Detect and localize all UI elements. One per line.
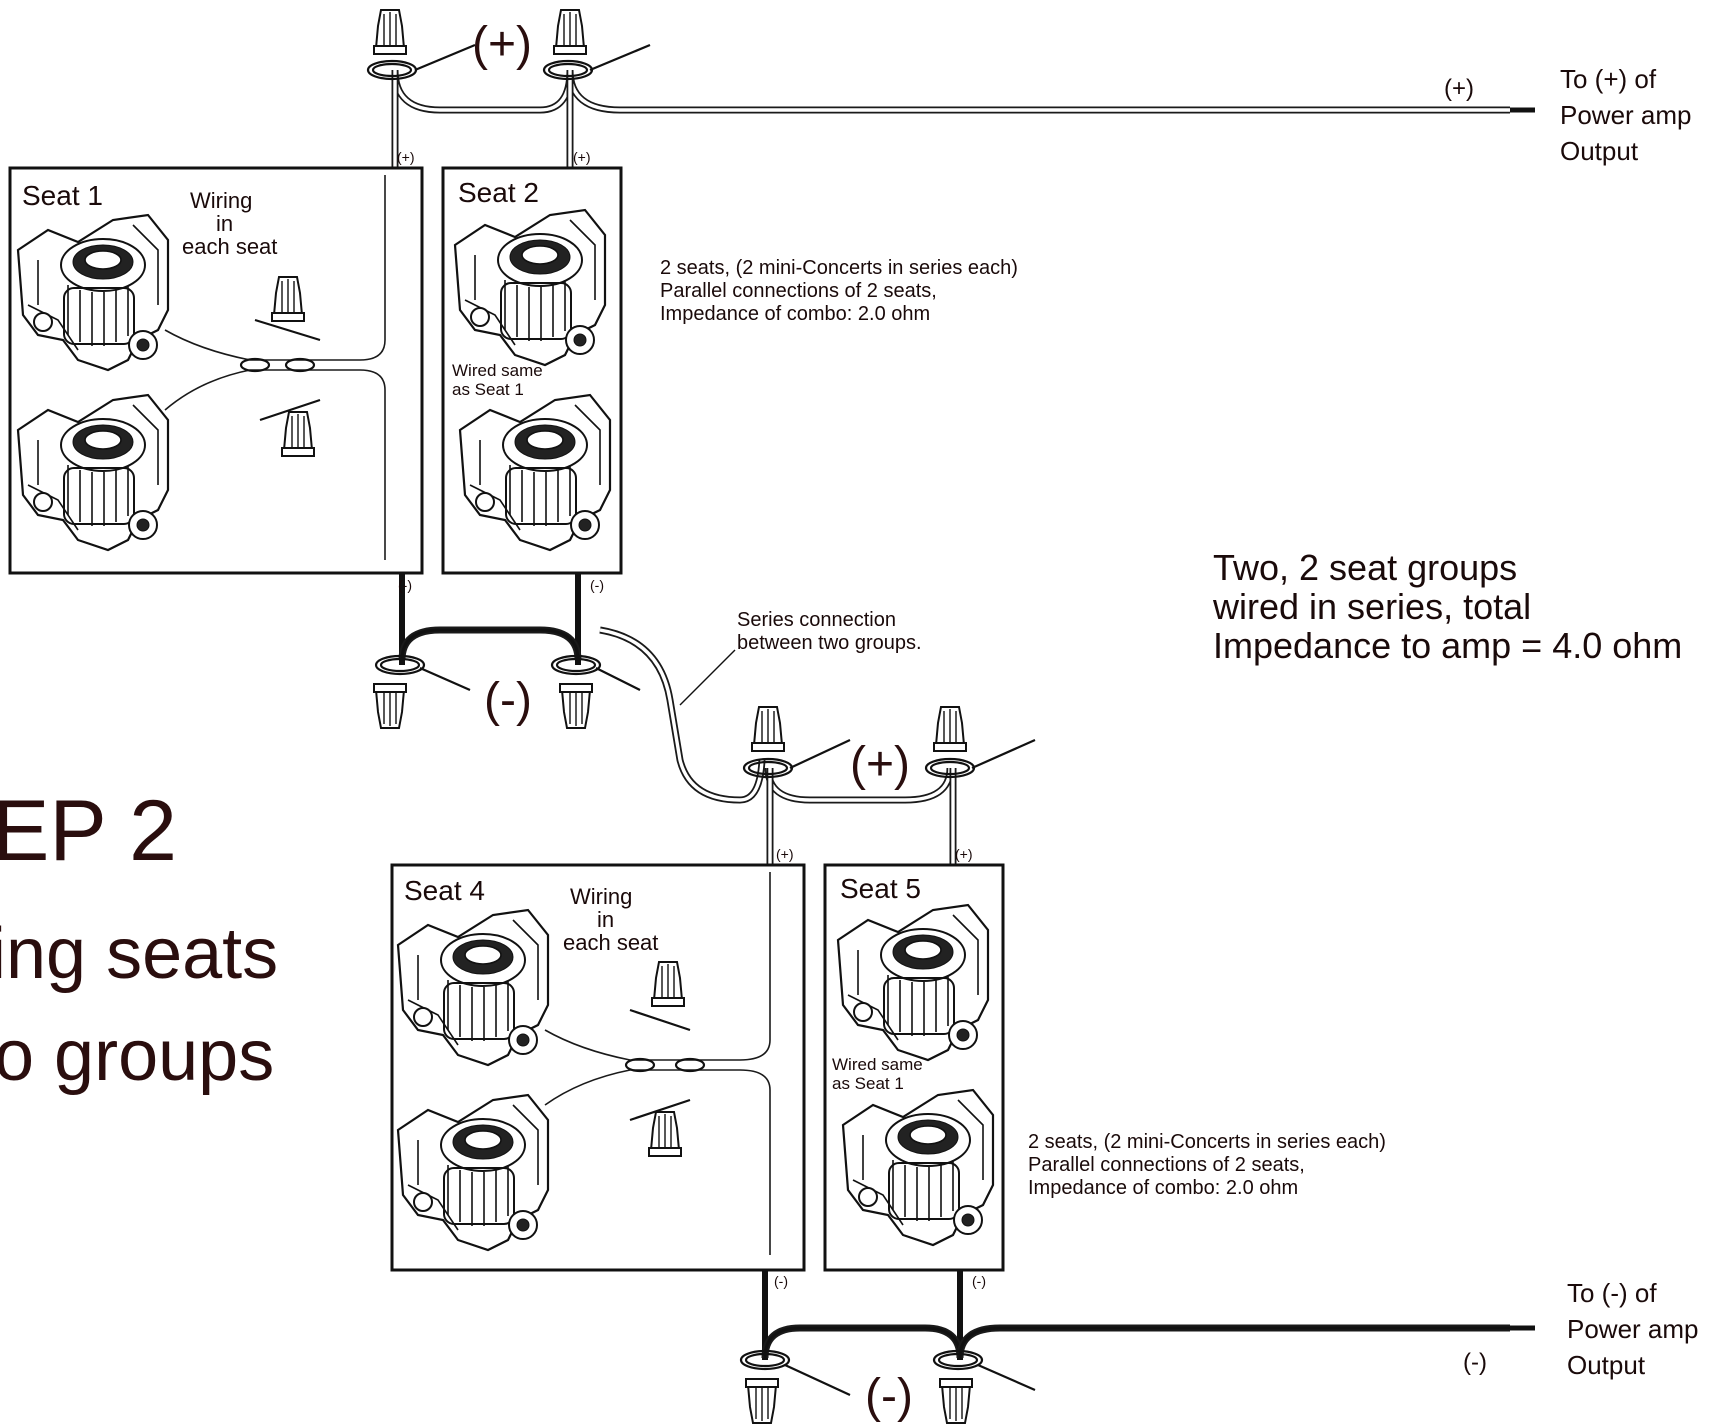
group2-desc-line1: 2 seats, (2 mini-Concerts in series each… <box>1028 1131 1386 1153</box>
mid-plus-label: (+) <box>850 738 910 791</box>
group1-desc-line3: Impedance of combo: 2.0 ohm <box>660 303 930 325</box>
group1-desc-line1: 2 seats, (2 mini-Concerts in series each… <box>660 257 1018 279</box>
series-note-line2: between two groups. <box>737 632 922 654</box>
summary-line2: wired in series, total <box>1212 586 1531 627</box>
top-plus-wire-tag-left: (+) <box>397 149 415 165</box>
summary-line1: Two, 2 seat groups <box>1213 547 1517 588</box>
wire-nut-icon <box>751 706 785 752</box>
seat2-minus-wire-tag: (-) <box>590 577 604 593</box>
wire-nut-icon <box>559 683 593 729</box>
top-plus-label: (+) <box>472 18 532 71</box>
seat4-plus-wire-tag: (+) <box>776 846 794 862</box>
seat-2-box <box>441 166 623 575</box>
wire-nut-icon <box>939 1378 973 1424</box>
wire-nut-icon <box>553 9 587 55</box>
wire-nut-icon <box>373 683 407 729</box>
mid-plus-junction <box>742 706 1036 865</box>
wire-nut-icon <box>651 961 685 1007</box>
seat-4-note-line1: Wiring <box>570 884 632 909</box>
wire-nut-icon <box>281 411 315 457</box>
seat-4-title: Seat 4 <box>404 875 485 906</box>
amp-plus-wire-tag: (+) <box>1444 75 1474 102</box>
mid-minus-label: (-) <box>484 674 532 727</box>
seat-5-title: Seat 5 <box>840 873 921 904</box>
seat5-minus-wire-tag: (-) <box>972 1273 986 1289</box>
top-plus-bus <box>366 9 1535 168</box>
series-connection-wire <box>599 626 766 804</box>
seat-2-title: Seat 2 <box>458 177 539 208</box>
seat4-minus-wire-tag: (-) <box>774 1273 788 1289</box>
seat-2-note-line2: as Seat 1 <box>452 380 524 399</box>
group1-desc-line2: Parallel connections of 2 seats, <box>660 280 937 302</box>
summary-line3: Impedance to amp = 4.0 ohm <box>1213 625 1682 666</box>
step-title-line3: o groups <box>0 1016 274 1096</box>
bottom-minus-label: (-) <box>865 1370 913 1423</box>
seat-1-note-line2: in <box>216 211 233 236</box>
seat5-plus-wire-tag: (+) <box>955 846 973 862</box>
seat-4-box <box>390 863 806 1272</box>
step-title-line2: ing seats <box>0 914 278 994</box>
seat-5-box <box>823 863 1005 1272</box>
amp-plus-line3: Output <box>1560 136 1639 166</box>
mid-minus-junction <box>373 573 641 729</box>
seat-4-note-line3: each seat <box>563 930 658 955</box>
amp-plus-line2: Power amp <box>1560 100 1692 130</box>
seat-5-note-line1: Wired same <box>832 1055 923 1074</box>
amp-minus-line2: Power amp <box>1567 1314 1699 1344</box>
seat-5-note-line2: as Seat 1 <box>832 1074 904 1093</box>
seat-1-note-line1: Wiring <box>190 188 252 213</box>
seat-1-box <box>8 166 424 575</box>
wire-nut-icon <box>745 1378 779 1424</box>
seat-2-note-line1: Wired same <box>452 361 543 380</box>
amp-minus-wire-tag: (-) <box>1463 1349 1487 1376</box>
group2-desc-line3: Impedance of combo: 2.0 ohm <box>1028 1177 1298 1199</box>
wire-nut-icon <box>933 706 967 752</box>
series-note-line1: Series connection <box>737 609 896 631</box>
wire-nut-icon <box>373 9 407 55</box>
bottom-minus-bus <box>739 1270 1535 1424</box>
wire-nut-icon <box>271 276 305 322</box>
amp-plus-line1: To (+) of <box>1560 64 1657 94</box>
seat-4-note-line2: in <box>597 907 614 932</box>
wire-nut-icon <box>648 1111 682 1157</box>
seat-1-title: Seat 1 <box>22 180 103 211</box>
seat-1-note-line3: each seat <box>182 234 277 259</box>
amp-minus-line3: Output <box>1567 1350 1646 1380</box>
amp-minus-line1: To (-) of <box>1567 1278 1657 1308</box>
top-plus-wire-tag-right: (+) <box>573 149 591 165</box>
group2-desc-line2: Parallel connections of 2 seats, <box>1028 1154 1305 1176</box>
seat1-minus-wire-tag: (-) <box>398 577 412 593</box>
step-title-line1: EP 2 <box>0 783 177 879</box>
